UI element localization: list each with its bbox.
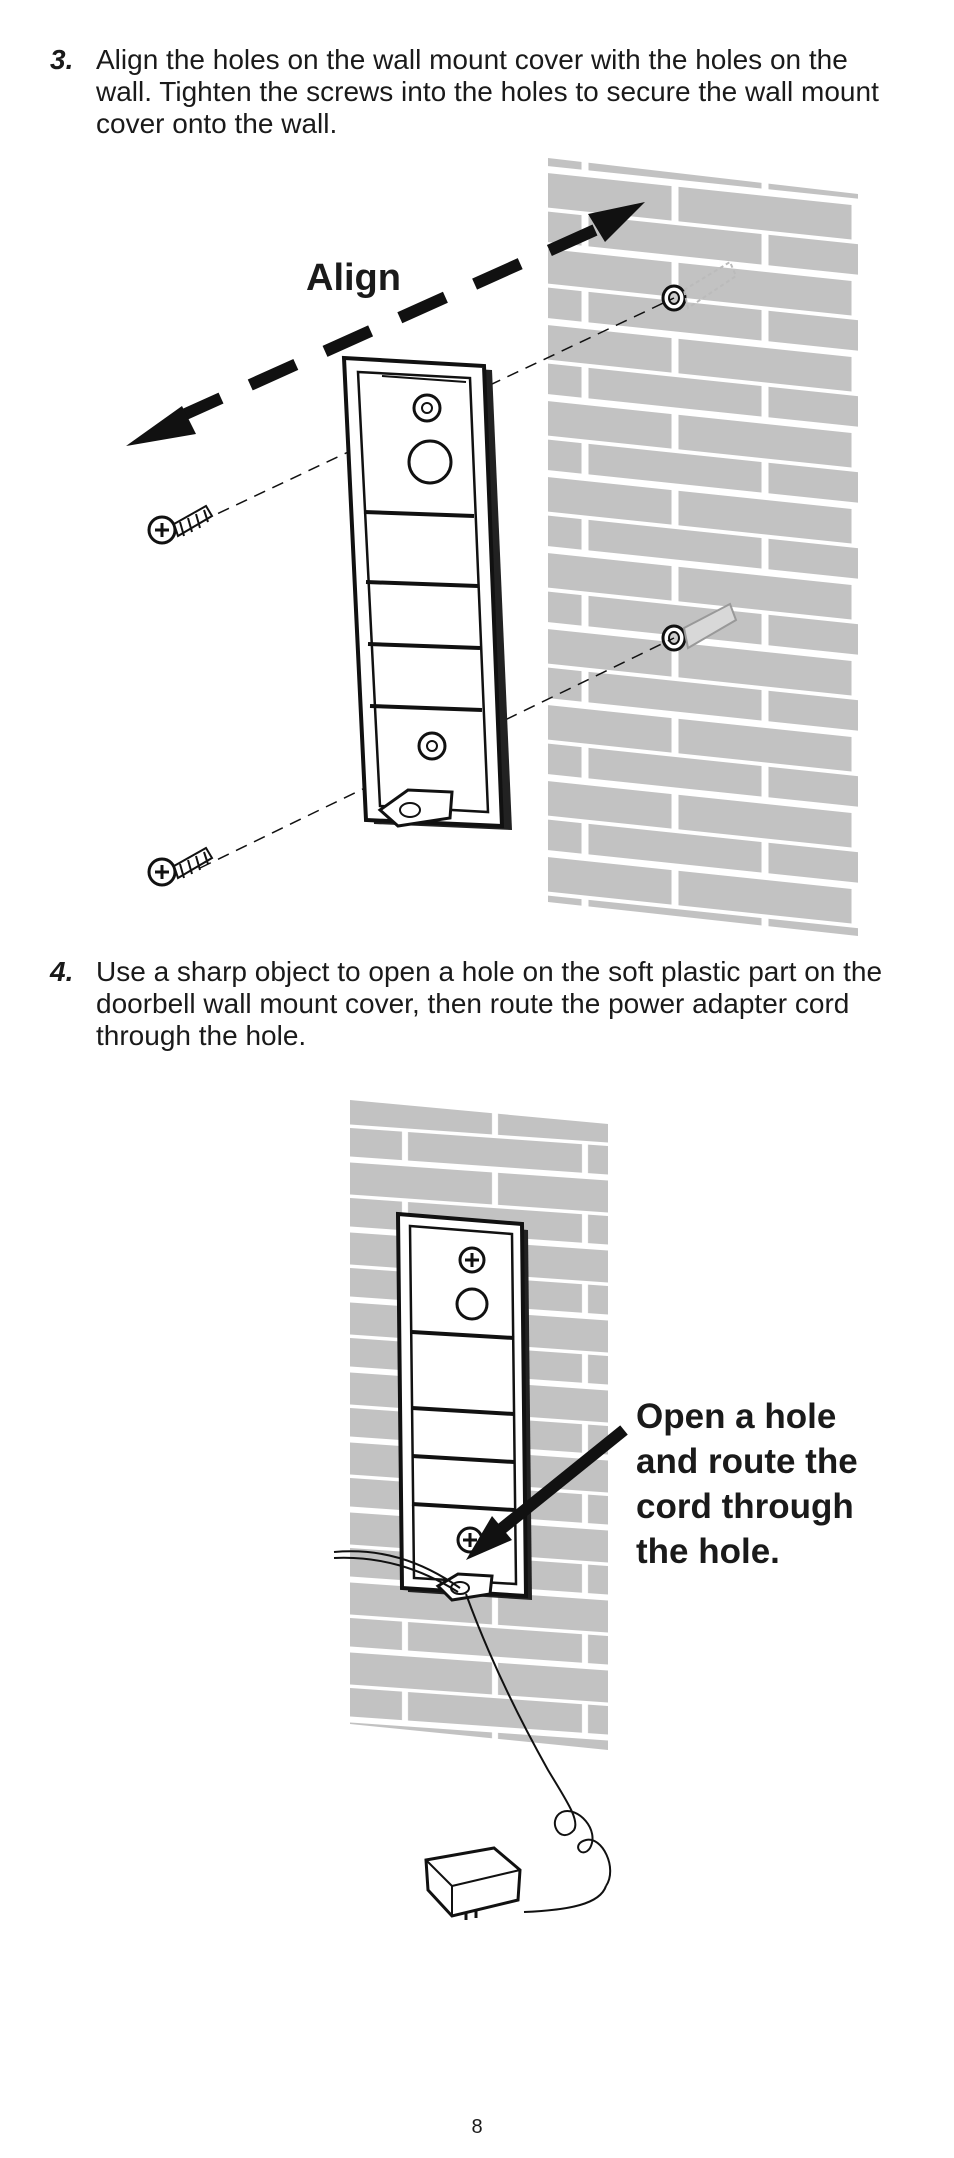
page-number: 8 <box>471 2116 483 2138</box>
wall-mount-cover <box>395 1211 532 1602</box>
wall-anchor-top <box>661 260 738 312</box>
step-text: Use a sharp object to open a hole on the… <box>96 956 883 1051</box>
align-arrow <box>126 202 645 446</box>
wall-mount-align-illustration: Align <box>126 158 858 936</box>
align-label: Align <box>306 257 401 299</box>
wall-mount-cover <box>341 355 512 830</box>
callout-line: cord through <box>636 1487 854 1526</box>
route-cord-illustration: Open a hole and route the cord through t… <box>333 1100 867 1920</box>
step-3: 3. Align the holes on the wall mount cov… <box>50 44 910 140</box>
power-adapter <box>424 1846 607 1920</box>
screw-top <box>147 504 214 545</box>
callout-line: Open a hole <box>636 1397 836 1436</box>
callout-arrow <box>466 1425 628 1560</box>
wall-anchor-bottom <box>661 602 738 652</box>
step-text: Align the holes on the wall mount cover … <box>96 44 879 139</box>
step-number: 4. <box>50 956 74 987</box>
step-number: 3. <box>50 44 74 75</box>
screw-bottom <box>147 846 214 887</box>
brick-wall <box>548 158 858 936</box>
screw-head-icon <box>458 1246 486 1274</box>
callout-line: the hole. <box>636 1532 780 1571</box>
route-cord-callout: Open a hole and route the cord through t… <box>636 1397 867 1571</box>
power-cord <box>333 1550 612 1887</box>
callout-line: and route the <box>636 1442 858 1481</box>
step-4: 4. Use a sharp object to open a hole on … <box>50 956 910 1052</box>
